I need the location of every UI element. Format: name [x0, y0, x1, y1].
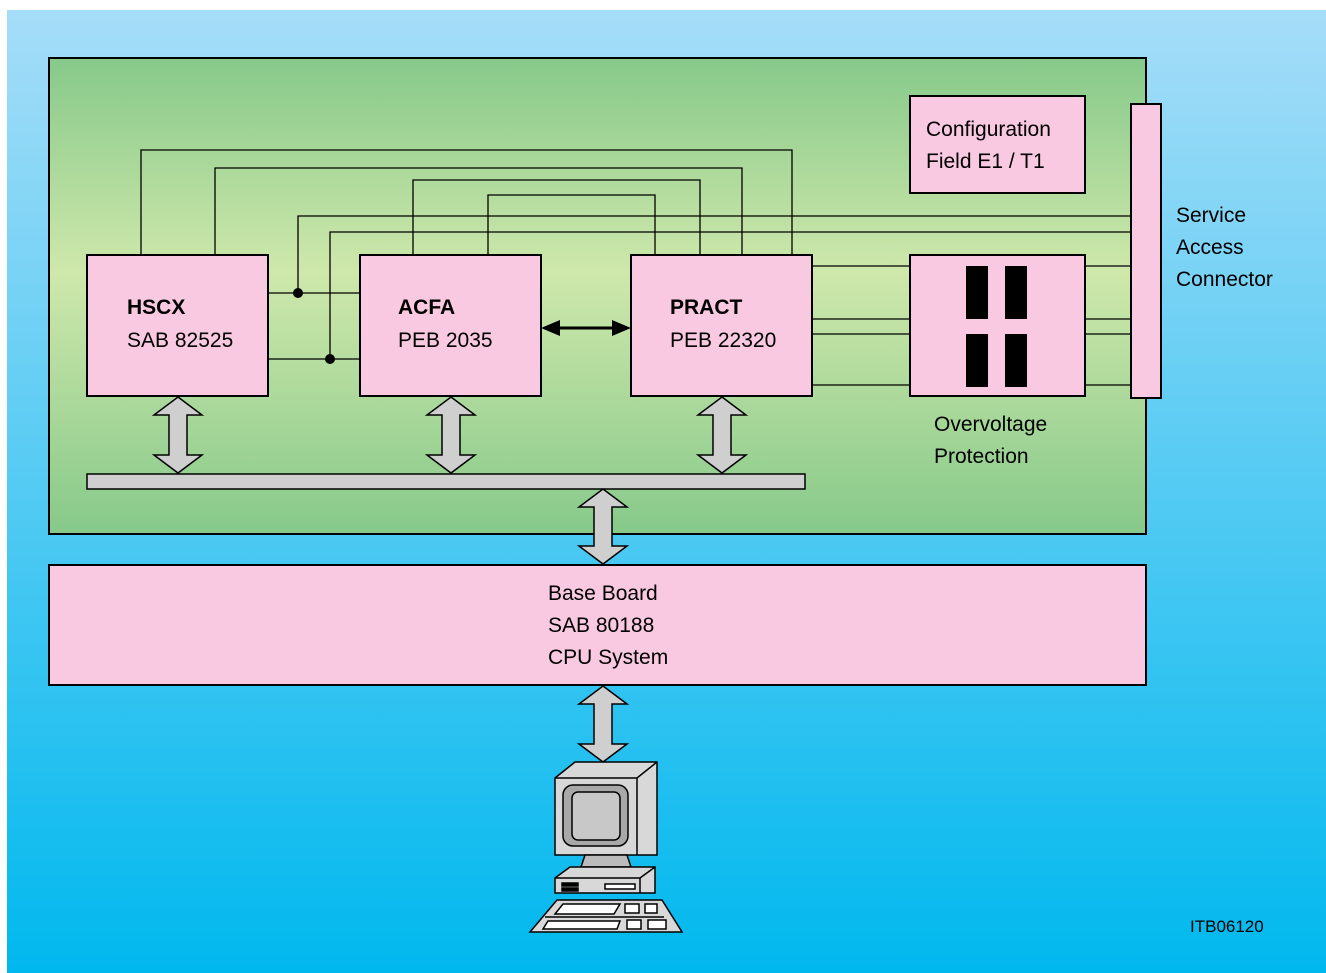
service-connector-line3: Connector	[1176, 268, 1273, 291]
signal-wires	[140, 149, 1131, 386]
overvoltage-line2: Protection	[934, 445, 1029, 468]
service-access-connector	[1130, 103, 1162, 399]
overvoltage-line1: Overvoltage	[934, 413, 1048, 436]
pract-block	[630, 254, 813, 397]
base-board-line1: Base Board	[548, 582, 658, 605]
configuration-field-block	[909, 95, 1086, 194]
acfa-name: ACFA	[398, 296, 456, 319]
internal-bus	[86, 473, 806, 490]
pract-name: PRACT	[670, 296, 743, 319]
config-field-line2: Field E1 / T1	[926, 150, 1045, 173]
hscx-block	[86, 254, 269, 397]
computer-icon	[528, 761, 684, 933]
base-board-line3: CPU System	[548, 646, 669, 669]
pract-bus-arrow	[695, 396, 749, 474]
overvoltage-transformer-icon	[966, 266, 1027, 387]
hscx-bus-arrow	[151, 396, 205, 474]
overvoltage-protection-block	[909, 254, 1086, 397]
base-board-line2: SAB 80188	[548, 614, 655, 637]
acfa-part: PEB 2035	[398, 329, 493, 352]
junction-dot	[325, 354, 335, 364]
service-connector-line2: Access	[1176, 236, 1244, 259]
hscx-name: HSCX	[127, 296, 186, 319]
acfa-bus-arrow	[424, 396, 478, 474]
acfa-block	[359, 254, 542, 397]
base-board-block	[48, 564, 1147, 686]
figure-id: ITB06120	[1190, 917, 1264, 936]
acfa-pract-link-arrow	[541, 320, 631, 336]
junction-dot	[293, 288, 303, 298]
config-field-line1: Configuration	[926, 118, 1051, 141]
service-connector-line1: Service	[1176, 204, 1247, 227]
bus-baseboard-arrow	[576, 488, 630, 565]
hscx-part: SAB 82525	[127, 329, 234, 352]
pract-part: PEB 22320	[670, 329, 777, 352]
